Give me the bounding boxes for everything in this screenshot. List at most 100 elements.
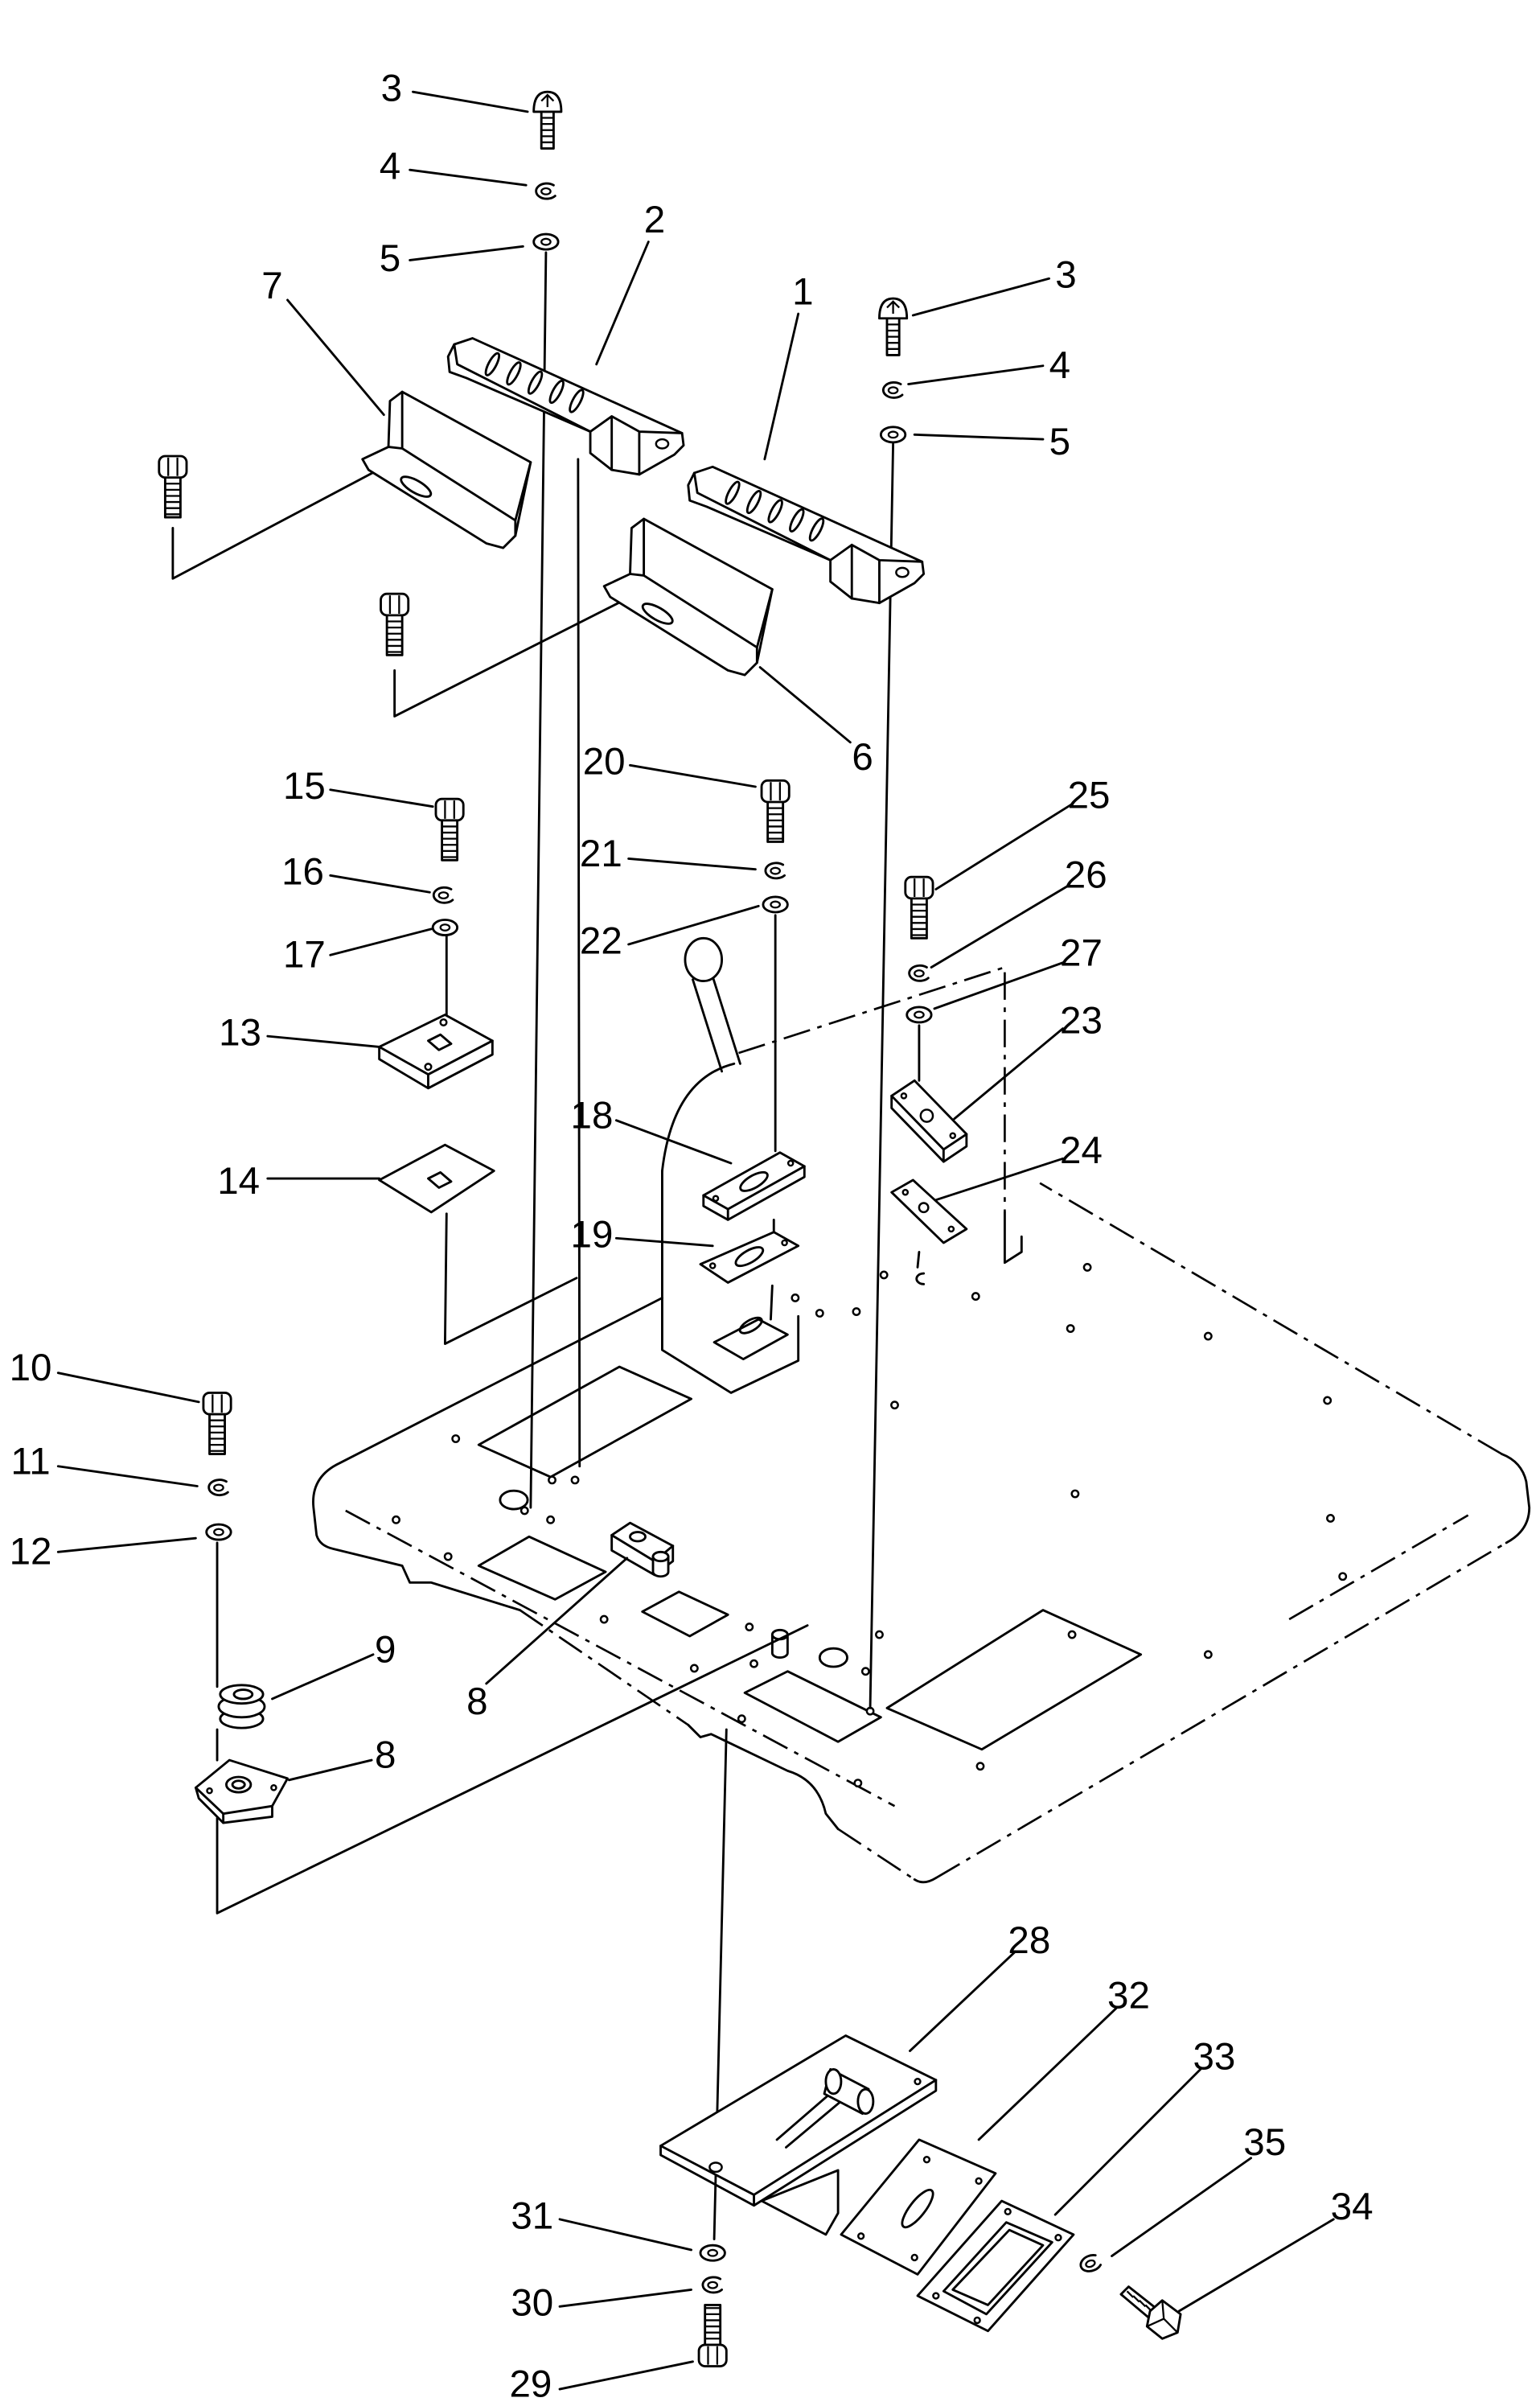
assembly-line: [171, 450, 414, 580]
leader-line: [56, 1372, 200, 1404]
part-16-lock-washer: [432, 886, 454, 904]
mounting-hole: [1066, 1324, 1075, 1333]
callout-label: 7: [261, 265, 282, 307]
leader-line: [1111, 2157, 1253, 2257]
callout-label: 15: [283, 765, 326, 808]
mounting-hole: [451, 1434, 461, 1443]
leader-line: [329, 927, 433, 956]
callout-label: 21: [580, 833, 622, 875]
part-19-gasket: [699, 1231, 800, 1284]
leader-line: [627, 904, 760, 946]
rear-tab: [1003, 1211, 1023, 1265]
leader-line: [913, 433, 1045, 441]
part-21-lock-washer: [764, 862, 786, 880]
gasket-hole: [910, 2253, 918, 2262]
leader-line: [909, 1950, 1017, 2053]
callout-label: 13: [219, 1012, 261, 1055]
lever-boot: [661, 1062, 736, 1172]
callout-label: 31: [511, 2194, 553, 2237]
pivot-end: [856, 2087, 875, 2116]
callout-label: 4: [380, 146, 400, 188]
part-10-bolt: [202, 1392, 232, 1455]
bracket-bolt: [158, 454, 188, 519]
callout-label: 5: [380, 237, 400, 280]
mounting-hole: [1326, 1514, 1335, 1523]
floor-opening: [743, 1670, 882, 1743]
plate-hole: [708, 1262, 717, 1269]
assembly-line: [577, 458, 581, 1468]
bracket-hole: [914, 2077, 922, 2086]
leader-line: [758, 666, 852, 744]
gasket-hole: [975, 2177, 983, 2185]
callout-label: 24: [1060, 1129, 1103, 1172]
callout-label: 22: [580, 919, 622, 962]
plate-slot: [739, 1170, 769, 1192]
leader-line: [558, 2288, 692, 2308]
mounting-hole: [745, 1623, 754, 1631]
leader-line: [1177, 2218, 1335, 2313]
callout-label: 2: [644, 199, 665, 241]
floor-outline-left: [312, 1297, 663, 1612]
callout-label: 1: [792, 271, 813, 314]
floor-notch: [687, 1723, 840, 1831]
part-25-bolt: [904, 875, 934, 940]
square-hole: [427, 1033, 453, 1051]
part-24-gasket: [890, 1178, 968, 1244]
mounting-hole: [971, 1292, 980, 1301]
callout-label: 19: [571, 1214, 614, 1256]
mounting-hole: [1323, 1396, 1333, 1405]
part-11-lock-washer: [207, 1479, 229, 1497]
mounting-hole: [737, 1714, 746, 1724]
mounting-hole: [890, 1400, 899, 1410]
assembly-line: [443, 936, 578, 1345]
part-8-bracket: [610, 1521, 675, 1578]
part-6-bracket: [602, 517, 774, 677]
leader-line: [412, 90, 529, 113]
part-9-grommet: [217, 1684, 266, 1729]
part-33-frame: [916, 2199, 1075, 2333]
part-5-flat-washer: [532, 232, 560, 251]
leader-line: [558, 2360, 694, 2391]
part-32-gasket: [840, 2138, 997, 2276]
mounting-hole: [879, 1270, 889, 1280]
part-26-lock-washer: [908, 964, 930, 982]
plate-slot: [734, 1246, 765, 1268]
leader-line: [56, 1465, 199, 1487]
part-15-bolt: [434, 797, 465, 862]
part-17-flat-washer: [431, 919, 459, 936]
mounting-hole: [1082, 1262, 1092, 1272]
assembly-lines: [171, 251, 926, 2241]
leader-line: [485, 1557, 629, 1685]
plate-hole: [786, 1159, 795, 1167]
mounting-hole: [392, 1515, 400, 1524]
callout-label: 35: [1243, 2121, 1286, 2164]
leader-line: [977, 2006, 1118, 2141]
leader-line: [558, 2218, 692, 2252]
leader-line: [409, 245, 524, 261]
part-29-bolt: [697, 2303, 728, 2367]
callout-label: 27: [1060, 932, 1103, 975]
callout-label: 23: [1060, 999, 1103, 1042]
mounting-hole: [570, 1475, 580, 1485]
mounting-hole: [1338, 1572, 1348, 1581]
assembly-line: [916, 1024, 921, 1269]
callout-labels: 3 4 5 2 7 1 3 4 5 6 15 16 17 13 14 20 21…: [10, 68, 1374, 2406]
mounting-hole: [599, 1614, 609, 1624]
callout-label: 9: [375, 1628, 396, 1671]
part-31-flat-washer: [699, 2244, 726, 2262]
callout-label: 11: [10, 1440, 50, 1483]
leader-line: [287, 1758, 373, 1782]
callout-label: 18: [571, 1094, 614, 1137]
floor-opening: [641, 1590, 729, 1638]
part-7-bracket: [361, 390, 532, 549]
frame-hole: [1004, 2207, 1012, 2216]
part-12-flat-washer: [205, 1523, 232, 1541]
floor-corner: [913, 1877, 938, 1884]
shift-lever: [684, 936, 741, 1073]
floor-opening: [885, 1609, 1143, 1751]
mounting-hole: [749, 1659, 758, 1668]
leader-line: [933, 961, 1065, 1010]
assembly-line: [393, 583, 656, 718]
lever-shaft: [692, 975, 741, 1073]
floor-edge-phantom: [935, 1541, 1507, 1879]
